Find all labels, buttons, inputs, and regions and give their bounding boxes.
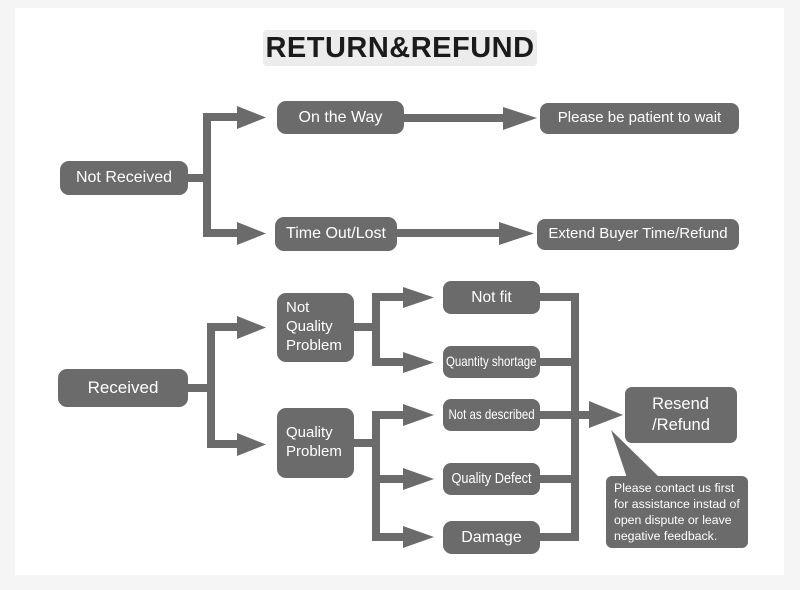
node-time-out-lost: Time Out/Lost (275, 217, 397, 251)
node-not-fit: Not fit (443, 281, 540, 314)
node-quality-defect-label: Quality Defect (451, 470, 532, 487)
node-not-as-described: Not as described (443, 399, 540, 431)
node-damage: Damage (443, 521, 540, 554)
node-not-quality-problem: Not Quality Problem (277, 293, 354, 362)
node-please-be-patient: Please be patient to wait (540, 103, 739, 134)
refund-line: /Refund (652, 416, 710, 434)
node-quality-problem: Quality Problem (277, 408, 354, 478)
node-received: Received (58, 369, 188, 407)
page-title: RETURN&REFUND (263, 30, 537, 66)
node-resend-refund: Resend /Refund (625, 387, 737, 443)
node-quantity-shortage-label: Quantity shortage (446, 353, 537, 370)
resend-line: Resend (652, 394, 709, 413)
contact-note-bubble: Please contact us first for assistance i… (606, 476, 748, 548)
node-extend-buyer-time-refund: Extend Buyer Time/Refund (537, 219, 739, 250)
node-not-received: Not Received (60, 161, 188, 195)
node-quantity-shortage: Quantity shortage (443, 346, 540, 378)
node-quality-defect: Quality Defect (443, 463, 540, 495)
node-on-the-way: On the Way (277, 101, 404, 134)
node-resend-refund-label: Resend /Refund (652, 394, 710, 437)
node-not-as-described-label: Not as described (448, 406, 535, 423)
